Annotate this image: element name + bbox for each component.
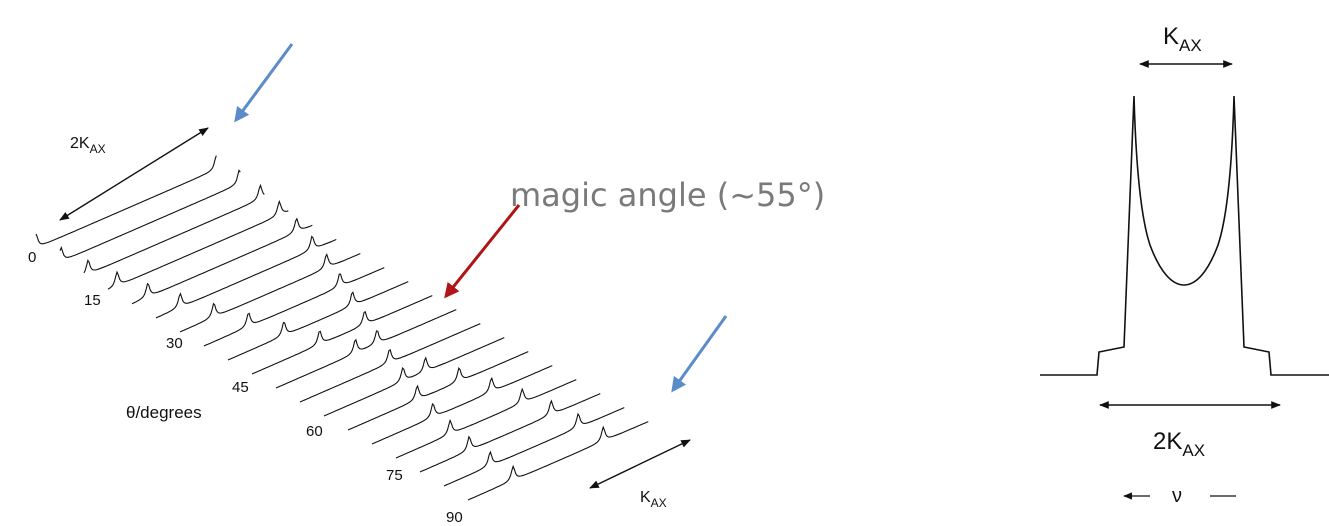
spectrum-trace (299, 323, 481, 403)
angle-axis: 0 15 30 45 60 75 90 θ/degrees (28, 249, 463, 526)
powder-pattern (1040, 95, 1329, 376)
spectrum-trace (227, 281, 409, 361)
angle-tick-30: 30 (166, 335, 183, 352)
right-k-indicator: KAX (1139, 23, 1233, 68)
svg-text:2KAX: 2KAX (1153, 428, 1205, 460)
angle-tick-90: 90 (446, 509, 463, 526)
magic-angle-annotation: magic angle (~55°) (510, 176, 825, 214)
spectrum-trace (107, 199, 289, 290)
angle-axis-label: θ/degrees (126, 403, 202, 422)
right-2k-indicator: 2KAX (1099, 401, 1281, 460)
spectrum-trace (275, 309, 457, 389)
angle-tick-75: 75 (386, 467, 403, 484)
spectrum-trace (179, 253, 361, 333)
spectrum-trace (83, 183, 265, 274)
right-k-label: K (1163, 23, 1179, 50)
spectrum-trace (131, 217, 313, 305)
spectrum-trace (347, 351, 529, 431)
spectrum-trace (59, 169, 241, 258)
spectrum-trace (371, 365, 553, 445)
spectrum-trace (155, 235, 337, 319)
stacked-spectra (35, 155, 649, 501)
svg-text:KAX: KAX (1163, 23, 1202, 55)
angle-tick-60: 60 (306, 423, 323, 440)
spectrum-trace (419, 393, 601, 473)
spectrum-trace (443, 407, 625, 487)
svg-text:KAX: KAX (640, 489, 667, 510)
right-k-subscript: AX (1179, 36, 1202, 55)
spectrum-trace (323, 337, 505, 417)
angle-tick-45: 45 (232, 379, 249, 396)
angle-tick-0: 0 (28, 249, 36, 266)
svg-text:2KAX: 2KAX (70, 135, 106, 156)
powder-pattern-line (1040, 95, 1329, 376)
blue-arrow-bottom (671, 315, 728, 393)
spectrum-trace (251, 295, 433, 375)
angle-tick-15: 15 (84, 292, 101, 309)
left-2k-subscript: AX (90, 142, 106, 156)
left-2k-label: 2K (70, 135, 90, 152)
frequency-label: ν (1172, 485, 1182, 507)
blue-arrow-top (234, 43, 294, 123)
frequency-axis: ν (1123, 485, 1236, 507)
spectrum-trace (467, 421, 649, 501)
left-2k-indicator: 2KAX (59, 127, 209, 221)
spectrum-trace (395, 379, 577, 459)
right-2k-subscript: AX (1182, 441, 1205, 460)
left-k-subscript: AX (651, 496, 667, 510)
spectrum-trace (203, 267, 385, 347)
left-k-indicator: KAX (589, 439, 691, 510)
left-k-label: K (640, 489, 651, 506)
right-2k-label: 2K (1153, 428, 1182, 455)
red-arrow-magic (444, 204, 521, 299)
